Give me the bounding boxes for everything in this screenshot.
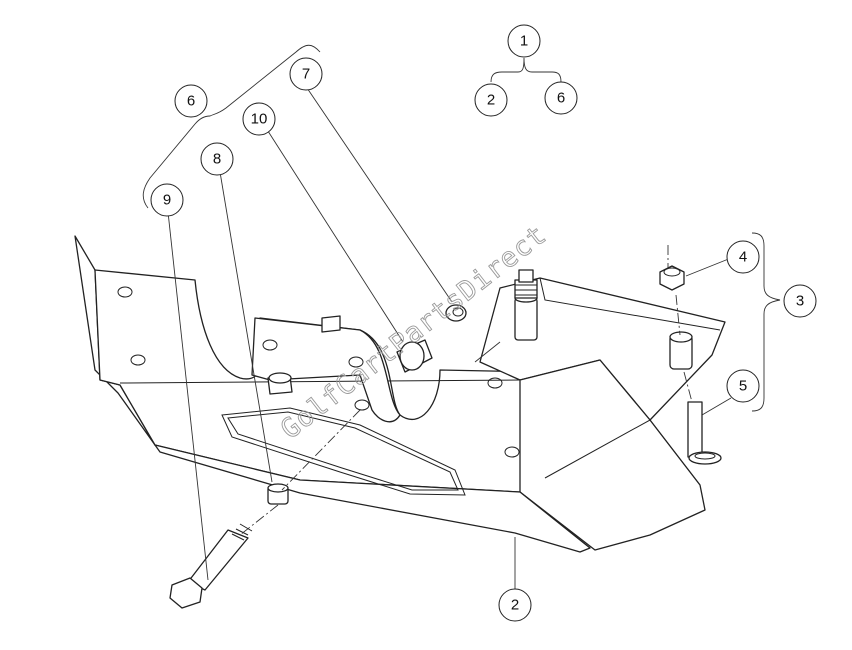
svg-text:5: 5 (739, 378, 747, 395)
nut-4 (659, 265, 685, 291)
callout-3: 3 (783, 284, 817, 318)
svg-text:2: 2 (487, 92, 495, 109)
bolt-5 (687, 401, 722, 465)
spacer-8 (267, 483, 289, 505)
callout-10: 10 (242, 102, 276, 136)
svg-text:6: 6 (557, 90, 565, 107)
brace-1 (490, 57, 562, 83)
alignment-lines (239, 245, 693, 536)
svg-text:4: 4 (739, 249, 747, 266)
svg-text:6: 6 (187, 93, 195, 110)
mounting-bracket (251, 315, 401, 423)
callout-7: 7 (289, 57, 323, 91)
stud-spacer (514, 269, 538, 341)
leader-lines (167, 84, 732, 590)
brace-3 (751, 232, 781, 412)
svg-text:2: 2 (511, 597, 519, 614)
spacer-7 (445, 304, 467, 322)
svg-text:9: 9 (163, 192, 171, 209)
svg-text:8: 8 (213, 151, 221, 168)
svg-text:1: 1 (520, 33, 528, 50)
callout-2: 2 (498, 588, 532, 622)
bolt-9 (169, 523, 253, 609)
skid-plate (74, 235, 726, 553)
spacer-3 (669, 331, 693, 370)
callout-6-legend: 6 (544, 81, 578, 115)
spacer-10 (396, 339, 433, 373)
callout-5: 5 (726, 369, 760, 403)
callout-8: 8 (200, 142, 234, 176)
svg-text:3: 3 (796, 293, 804, 310)
callout-2-legend: 2 (474, 83, 508, 117)
svg-text:10: 10 (251, 111, 268, 128)
callout-1: 1 (507, 24, 541, 58)
brace-6 (142, 44, 321, 209)
svg-text:7: 7 (302, 66, 310, 83)
callout-4: 4 (726, 240, 760, 274)
callout-9: 9 (150, 183, 184, 217)
callout-6: 6 (174, 84, 208, 118)
